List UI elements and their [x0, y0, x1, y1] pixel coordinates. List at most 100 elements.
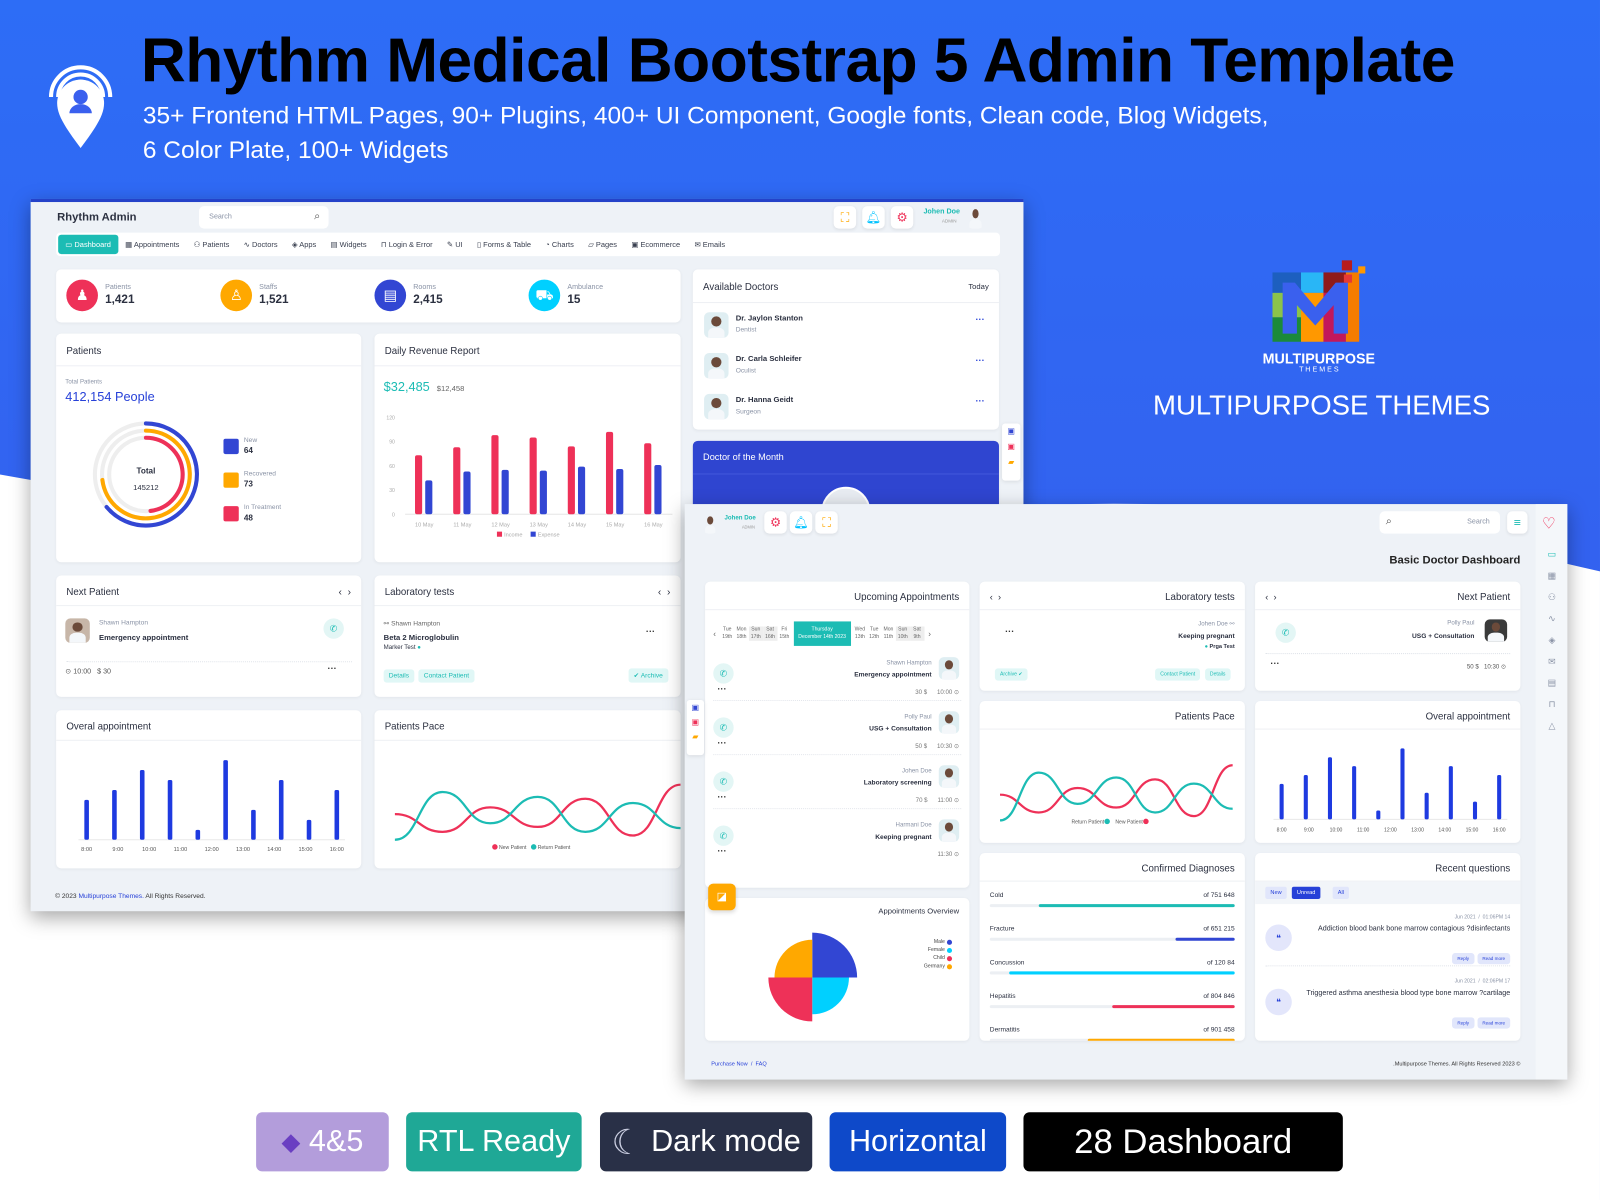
more-icon[interactable]: ··· — [717, 737, 727, 748]
details-button[interactable]: Details — [383, 669, 415, 683]
details-button[interactable]: Details — [1204, 668, 1231, 681]
mail-icon[interactable]: ✉ — [1548, 656, 1556, 667]
archive-button[interactable]: ✔ Archive — [628, 668, 668, 683]
lock-icon[interactable]: ⊓ — [1548, 698, 1556, 710]
phone-button[interactable]: ✆ — [713, 825, 734, 846]
reply-button[interactable]: Reply — [1452, 1017, 1475, 1029]
search-icon[interactable]: ⌕ — [314, 210, 321, 223]
nav-item-forms-table[interactable]: ▯ Forms & Table — [470, 235, 538, 254]
bell-icon[interactable]: 🔔︎ — [789, 511, 813, 534]
camera-icon[interactable]: ▣ — [691, 703, 700, 713]
doctor-name[interactable]: Dr. Carla Schleifer — [735, 354, 802, 364]
nav-item-charts[interactable]: ◔ Charts — [538, 235, 581, 254]
phone-button[interactable]: ✆ — [323, 618, 344, 639]
doctor-name[interactable]: Dr. Hanna Geidt — [735, 394, 794, 405]
user-name[interactable]: Johen Doe — [724, 515, 756, 522]
today-filter[interactable]: Today — [968, 281, 989, 291]
alert-icon[interactable]: △ — [1548, 720, 1556, 731]
grid-icon[interactable]: ▤ — [1547, 677, 1557, 688]
prev-next-arrows[interactable]: ‹ › — [657, 586, 671, 598]
gallery-icon[interactable]: ▣ — [1007, 441, 1016, 452]
prev-arrow[interactable]: ‹ — [713, 629, 716, 639]
prev-next-arrows[interactable]: ‹ › — [1265, 591, 1277, 603]
fullscreen-icon[interactable]: ⛶ — [815, 511, 838, 534]
nav-item-apps[interactable]: ◈ Apps — [285, 235, 324, 254]
nav-item-login-error[interactable]: ⊓ Login & Error — [374, 235, 440, 254]
question-text[interactable]: Triggered asthma anesthesia blood type b… — [1306, 989, 1511, 997]
more-icon[interactable]: ··· — [1005, 626, 1015, 637]
doctor-name[interactable]: Dr. Jaylon Stanton — [735, 313, 803, 323]
more-icon[interactable]: ··· — [1270, 658, 1280, 669]
more-icon[interactable]: ··· — [645, 626, 656, 637]
more-icon[interactable]: ··· — [975, 355, 985, 366]
purchase-link[interactable]: Purchase Now — [711, 1061, 748, 1068]
heart-logo-icon[interactable]: ♡ — [1541, 515, 1556, 533]
nav-item-patients[interactable]: ⚇ Patients — [187, 235, 237, 254]
share-icon[interactable]: ▰ — [692, 731, 699, 741]
users-icon[interactable]: ⚇ — [1547, 591, 1557, 603]
prev-next-arrows[interactable]: ‹ › — [989, 591, 1002, 603]
prev-next-arrows[interactable]: ‹ › — [338, 586, 352, 598]
question-text[interactable]: Addiction blood bank bone marrow contagi… — [1318, 925, 1511, 933]
phone-button[interactable]: ✆ — [713, 663, 734, 684]
phone-button[interactable]: ✆ — [1275, 622, 1296, 643]
reply-button[interactable]: Reply — [1452, 953, 1475, 965]
fullscreen-icon[interactable]: ⛶ — [833, 206, 857, 229]
nav-item-dashboard[interactable]: ▭ Dashboard — [58, 234, 118, 255]
tab-unread[interactable]: Unread — [1291, 886, 1321, 899]
more-icon[interactable]: ··· — [717, 683, 727, 694]
contact-patient-button[interactable]: Contact Patient — [418, 669, 475, 683]
gear-icon[interactable]: ⚙ — [890, 206, 914, 229]
user-avatar[interactable] — [703, 513, 717, 534]
contact-patient-button[interactable]: Contact Patient — [1155, 668, 1201, 681]
search-input[interactable]: ⌕ Search — [1379, 511, 1500, 534]
nav-item-pages[interactable]: ▱ Pages — [581, 235, 624, 254]
box-icon[interactable]: ◈ — [1548, 634, 1556, 645]
nav-item-doctors[interactable]: ∿ Doctors — [236, 235, 284, 254]
nav-item-ui[interactable]: ✎ UI — [440, 235, 470, 254]
bell-icon[interactable]: 🔔︎ — [862, 206, 885, 229]
gear-icon[interactable]: ⚙ — [764, 511, 787, 534]
user-name[interactable]: Johen Doe — [923, 208, 960, 216]
more-icon[interactable]: ··· — [717, 791, 727, 803]
nav-item-appointments[interactable]: ▦ Appointments — [118, 235, 187, 254]
tab-new[interactable]: New — [1265, 886, 1287, 899]
phone-button[interactable]: ✆ — [713, 771, 734, 792]
archive-button[interactable]: Archive ✔ — [994, 668, 1028, 681]
more-icon[interactable]: ··· — [975, 395, 985, 407]
activity-icon[interactable]: ∿ — [1548, 613, 1556, 624]
nav-item-emails[interactable]: ✉ Emails — [687, 235, 732, 254]
menu-icon[interactable]: ≡ — [1507, 511, 1528, 534]
tab-all[interactable]: All — [1332, 886, 1350, 899]
search-icon[interactable]: ⌕ — [1385, 515, 1393, 528]
search-input[interactable]: Search ⌕ — [198, 206, 329, 229]
next-arrow[interactable]: › — [928, 629, 931, 639]
more-icon[interactable]: ··· — [975, 314, 985, 325]
calendar-icon[interactable]: ▦ — [1547, 570, 1557, 581]
camera-icon[interactable]: ▣ — [1007, 426, 1016, 436]
read-more-button[interactable]: Read more — [1477, 1017, 1511, 1029]
nav-item-ecommerce[interactable]: ▣ Ecommerce — [624, 235, 687, 254]
gallery-icon[interactable]: ▣ — [691, 717, 700, 727]
phone-button[interactable]: ✆ — [713, 717, 734, 738]
faq-link[interactable]: FAQ — [755, 1061, 767, 1068]
more-icon[interactable]: ··· — [327, 663, 337, 674]
footer-link[interactable]: Multipurpose Themes. — [78, 892, 144, 900]
nav-item-widgets[interactable]: ▤ Widgets — [323, 235, 373, 254]
share-icon[interactable]: ▰ — [1008, 457, 1015, 467]
more-icon[interactable]: ··· — [717, 845, 727, 857]
monitor-icon[interactable]: ▭ — [1547, 548, 1557, 560]
read-more-button[interactable]: Read more — [1477, 953, 1511, 965]
user-avatar[interactable] — [967, 206, 983, 229]
